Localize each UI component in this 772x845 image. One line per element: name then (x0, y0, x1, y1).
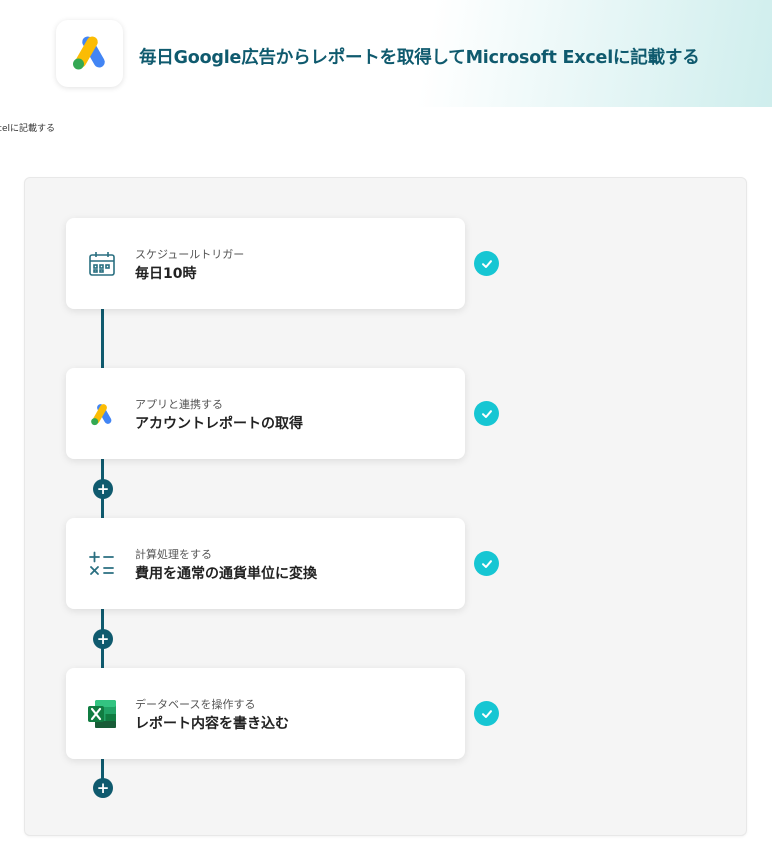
step-title: 費用を通常の通貨単位に変換 (135, 566, 317, 582)
microsoft-excel-icon (86, 698, 118, 730)
step-category: データベースを操作する (135, 698, 256, 711)
add-step-button[interactable]: + (93, 629, 113, 649)
schedule-calendar-icon (86, 248, 118, 280)
flow-connector (101, 759, 104, 779)
google-ads-icon (86, 398, 118, 430)
page-title: 毎日Google広告からレポートを取得してMicrosoft Excelに記載す… (139, 48, 700, 68)
app-logo-tile (56, 20, 123, 87)
step-category: アプリと連携する (135, 398, 223, 411)
step-card-calculation[interactable]: 計算処理をする 費用を通常の通貨単位に変換 (66, 518, 465, 609)
step-title: アカウントレポートの取得 (135, 416, 303, 432)
check-icon (474, 551, 499, 576)
calculation-operators-icon (86, 548, 118, 580)
page-header: 毎日Google広告からレポートを取得してMicrosoft Excelに記載す… (0, 0, 772, 107)
step-title: 毎日10時 (135, 266, 197, 282)
add-step-button[interactable]: + (93, 778, 113, 798)
flow-connector (101, 309, 104, 369)
step-card-schedule-trigger[interactable]: スケジュールトリガー 毎日10時 (66, 218, 465, 309)
google-ads-icon (68, 30, 112, 78)
step-category: 計算処理をする (135, 548, 212, 561)
step-card-write-report[interactable]: データベースを操作する レポート内容を書き込む (66, 668, 465, 759)
check-icon (474, 251, 499, 276)
step-title: レポート内容を書き込む (135, 716, 289, 732)
check-icon (474, 401, 499, 426)
breadcrumb[interactable]: celに記載する (0, 124, 55, 134)
check-icon (474, 701, 499, 726)
step-card-get-account-report[interactable]: アプリと連携する アカウントレポートの取得 (66, 368, 465, 459)
add-step-button[interactable]: + (93, 479, 113, 499)
step-category: スケジュールトリガー (135, 248, 245, 261)
